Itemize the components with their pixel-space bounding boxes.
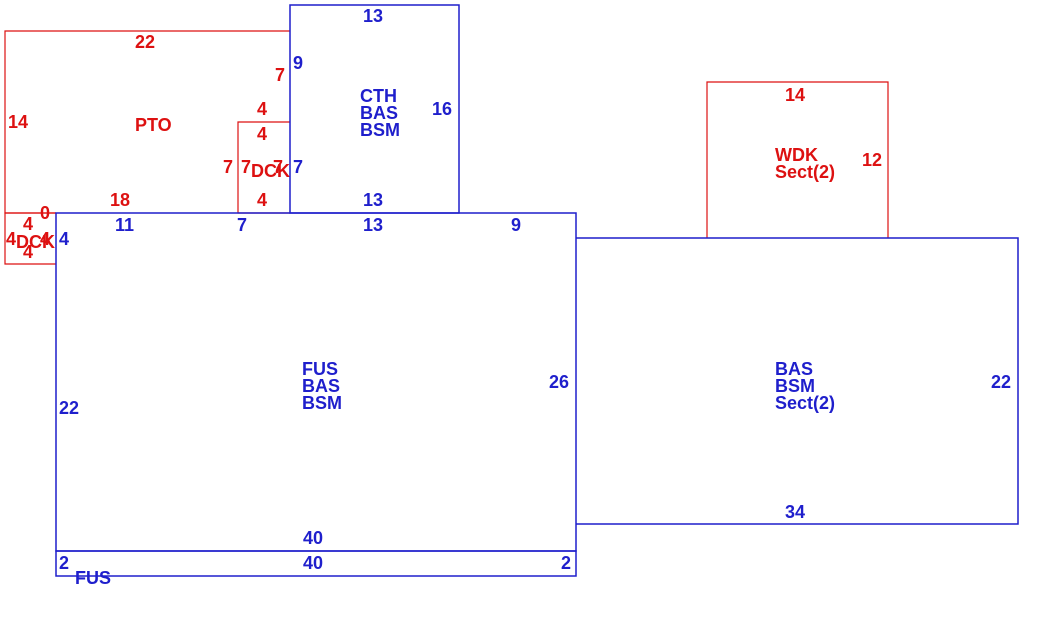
dck-lower-bottom-dimension: 4	[23, 242, 33, 262]
dck-lower-outline	[4, 212, 56, 265]
dck-upper-top-dimension: 4	[257, 99, 267, 119]
fus-main-top-right-dimension: 13	[363, 215, 383, 235]
bas-section2-label: BAS	[775, 359, 813, 379]
dck-upper-label: DCK	[251, 161, 290, 181]
bas-section2-area: BAS BSM Sect(2) 22 34	[576, 237, 1019, 525]
fus-main-left-dimension: 22	[59, 398, 79, 418]
fus-strip-right-dimension: 2	[561, 553, 571, 573]
fus-main-area: FUS BAS BSM 11 7 13 9 4 22 26 40	[55, 212, 577, 552]
wdk-top-dimension: 14	[785, 85, 805, 105]
dck-lower-top-dimension: 4	[23, 214, 33, 234]
cth-bsm-label: BSM	[360, 120, 400, 140]
cth-left-dimension: 9	[293, 53, 303, 73]
bas-section2-section-label: Sect(2)	[775, 393, 835, 413]
dck-upper-inner-top-dimension: 4	[257, 124, 267, 144]
cth-left-lower-dimension: 7	[293, 157, 303, 177]
dck-lower-label: DCK	[16, 232, 55, 252]
wdk-outline	[706, 81, 889, 238]
pto-right-dimension: 7	[275, 65, 285, 85]
wdk-section-label: Sect(2)	[775, 162, 835, 182]
pto-top-dimension: 22	[135, 32, 155, 52]
dck-lower-right-dimension: 4	[40, 229, 50, 249]
fus-main-top-mid-dimension: 7	[237, 215, 247, 235]
bas-section2-right-dimension: 22	[991, 372, 1011, 392]
dck-lower-left-dimension: 4	[6, 229, 16, 249]
fus-main-bsm-label: BSM	[302, 393, 342, 413]
wdk-label: WDK	[775, 145, 818, 165]
fus-main-left-top-dimension: 4	[59, 229, 69, 249]
bas-section2-outline	[576, 237, 1019, 525]
cth-area: CTH BAS BSM 13 9 16 13 7	[289, 4, 460, 214]
fus-strip-top-dimension: 40	[303, 553, 323, 573]
fus-main-bottom-dimension: 40	[303, 528, 323, 548]
fus-main-right-dimension: 26	[549, 372, 569, 392]
pto-area: PTO 22 14 7 18 0	[4, 30, 290, 223]
wdk-right-dimension: 12	[862, 150, 882, 170]
dck-upper-right-dimension: 7	[273, 157, 283, 177]
pto-left-dimension: 14	[8, 112, 28, 132]
pto-bottom-dimension: 18	[110, 190, 130, 210]
cth-label: CTH	[360, 86, 397, 106]
dck-upper-left-dimension: 7	[223, 157, 233, 177]
bas-section2-bottom-dimension: 34	[785, 502, 805, 522]
bas-section2-bsm-label: BSM	[775, 376, 815, 396]
fus-main-top-left-dimension: 11	[115, 215, 134, 235]
fus-strip-outline	[55, 550, 577, 577]
cth-bottom-dimension: 13	[363, 190, 383, 210]
wdk-area: WDK Sect(2) 14 12	[706, 81, 889, 238]
cth-top-dimension: 13	[363, 6, 383, 26]
fus-strip-area: FUS 40 2 2	[55, 550, 577, 588]
pto-label: PTO	[135, 115, 172, 135]
dck-upper-bottom-dimension: 4	[257, 190, 267, 210]
dck-upper-inner-left-dimension: 7	[241, 157, 251, 177]
cth-right-dimension: 16	[432, 99, 452, 119]
dck-lower-area: DCK 4 4 4 4	[4, 212, 56, 265]
dck-upper-area: DCK 4 4 7 7 7 4	[223, 99, 290, 214]
fus-main-bas-label: BAS	[302, 376, 340, 396]
fus-main-label: FUS	[302, 359, 338, 379]
fus-strip-left-dimension: 2	[59, 553, 69, 573]
cth-bas-label: BAS	[360, 103, 398, 123]
fus-strip-label: FUS	[75, 568, 111, 588]
fus-main-top-far-dimension: 9	[511, 215, 521, 235]
